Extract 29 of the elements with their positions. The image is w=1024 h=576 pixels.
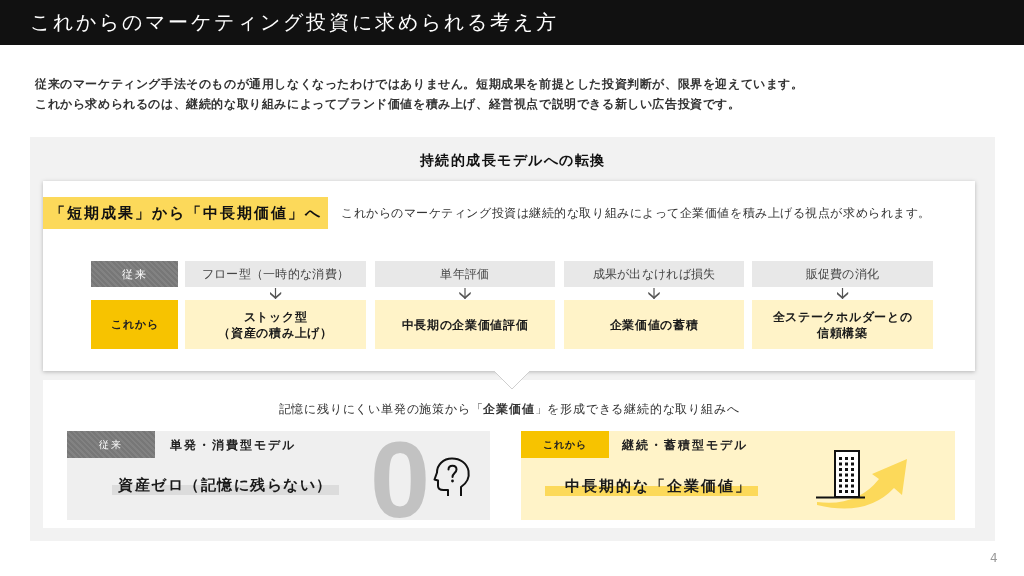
label-tag: これから [521,431,609,458]
after-cell: 企業価値の蓄積 [564,300,744,349]
after-cell: ストック型（資産の積み上げ） [185,300,366,349]
before-cell: 販促費の消化 [752,261,933,287]
description-text: これからのマーケティング投資は継続的な取り組みによって企業価値を積み上げる視点が求められます。 [341,205,931,221]
before-cell: フロー型（一時的な消費） [185,261,366,287]
label-tag: 従来 [67,431,155,458]
label-tag: これから [91,300,178,349]
before-cell: 単年評価 [375,261,555,287]
lead-text: 記憶に残りにくい単発の施策から「企業価値」を形成できる継続的な取り組みへ [278,401,740,417]
model-heading: 継続・蓄積型モデル [622,437,748,453]
model-panel [67,431,490,520]
heading-tab: 「短期成果」から「中長期価値」へ [43,197,328,229]
model-panel [521,431,955,520]
section-panel [30,137,995,541]
intro-text: これから求められるのは、継続的な取り組みによってブランド価値を積み上げ、経営視点で説明できる新しい広告投資です。 [35,96,741,112]
section-heading: 持続的成長モデルへの転換 [419,151,606,170]
content-card [43,380,975,528]
after-cell: 中長期の企業価値評価 [375,300,555,349]
highlighted-text: 資産ゼロ（記憶に残らない） [112,474,339,496]
intro-text: 従来のマーケティング手法そのものが通用しなくなったわけではありません。短期成果を前提とした投資判断が、限界を迎えています。 [35,76,804,92]
highlighted-text: 中長期的な「企業価値」 [545,475,758,497]
label-tag: 従来 [91,261,178,287]
model-heading: 単発・消費型モデル [170,437,296,453]
after-cell: 全ステークホルダーとの信頼構築 [752,300,933,349]
content-card [43,181,975,371]
page-number: 4 [990,550,998,566]
before-cell: 成果が出なければ損失 [564,261,744,287]
page-title: これからのマーケティング投資に求められる考え方 [30,9,559,35]
